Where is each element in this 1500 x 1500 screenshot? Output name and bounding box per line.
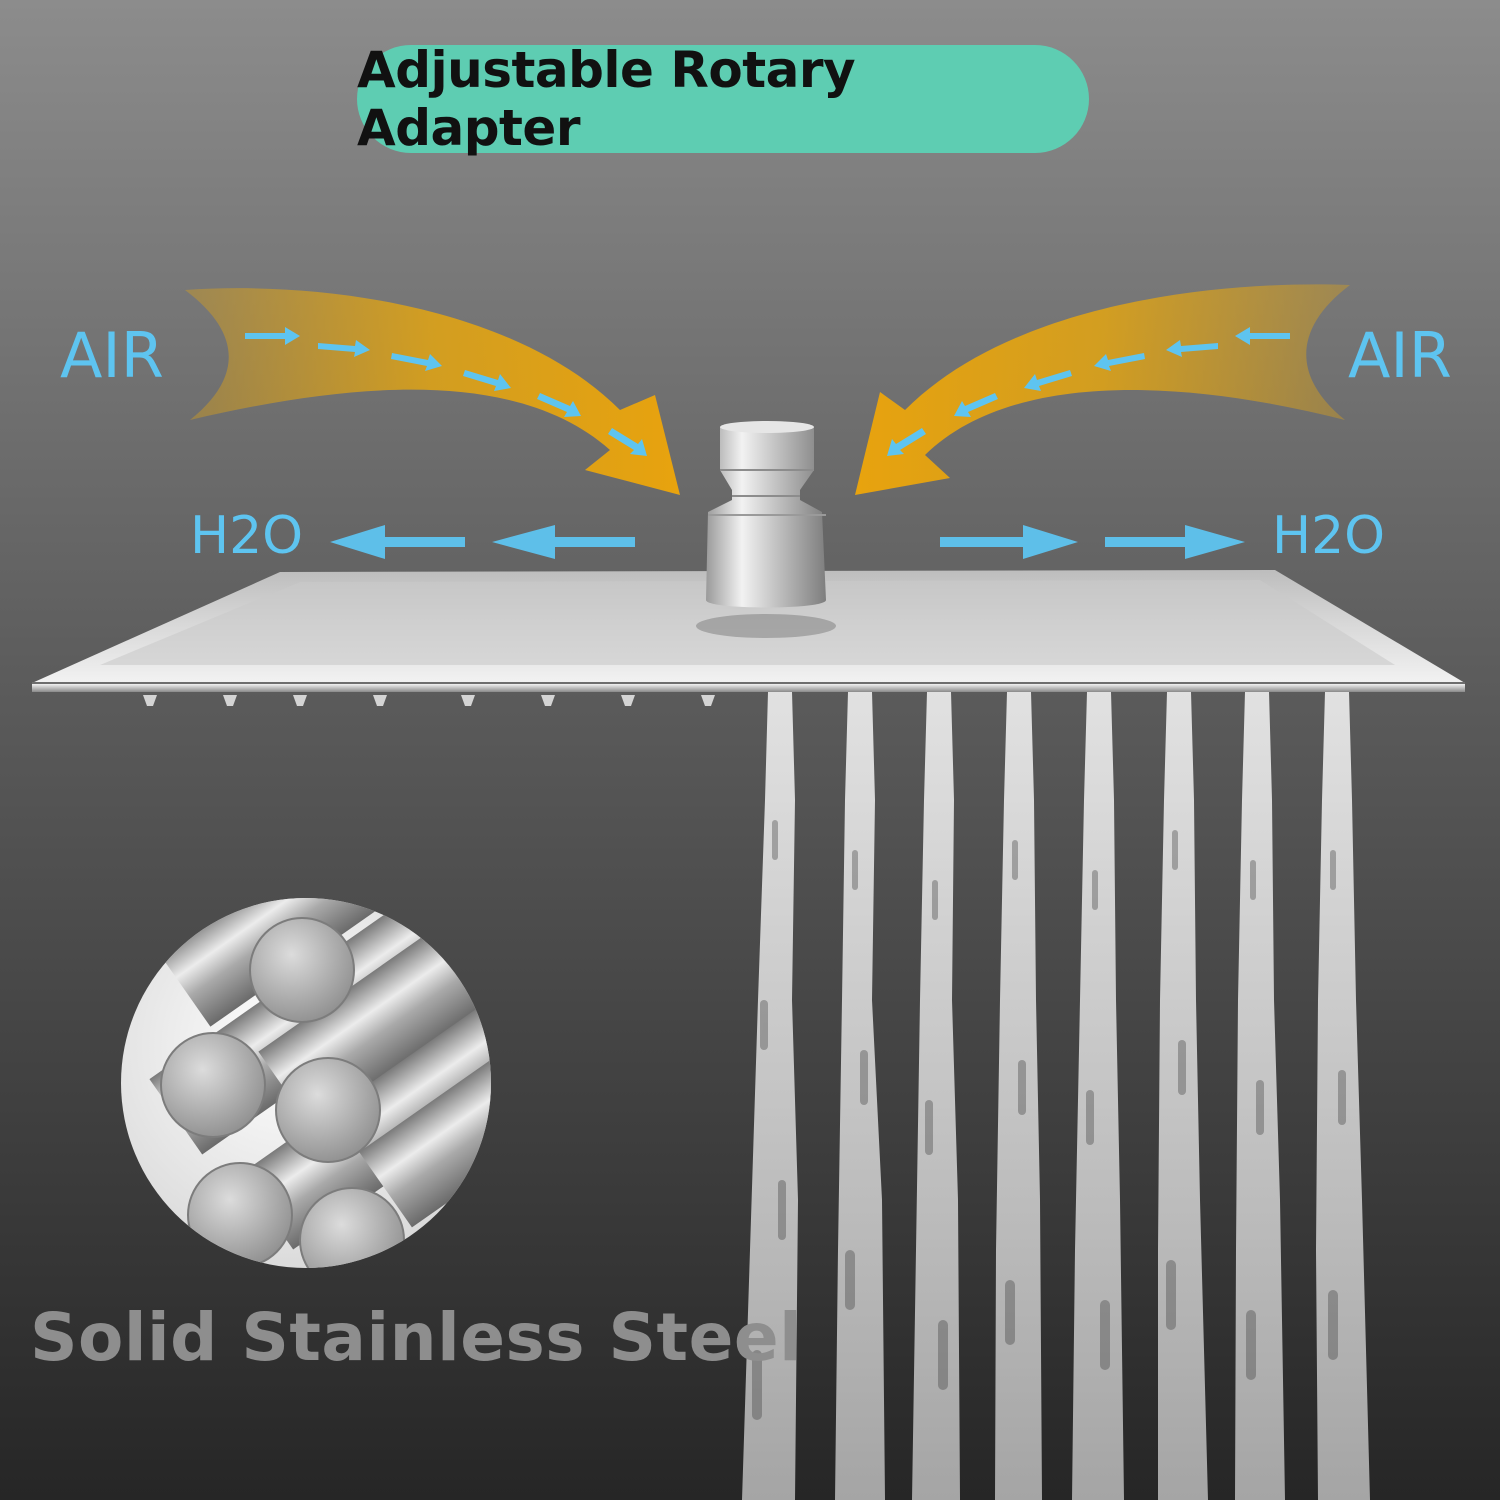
h2o-label-left: H2O [190, 506, 304, 566]
air-label-left: AIR [60, 319, 164, 392]
air-flow-dashes-right [887, 327, 1290, 456]
steel-rods-badge-icon [121, 898, 491, 1268]
title-pill-bg [357, 45, 1089, 153]
h2o-label-right: H2O [1272, 506, 1386, 566]
steel-caption: Solid Stainless Steel [30, 1299, 803, 1376]
nozzles-left [143, 695, 715, 706]
h2o-arrows-left-icon [330, 525, 635, 559]
air-label-right: AIR [1348, 319, 1452, 392]
water-texture [752, 820, 1346, 1420]
shower-head-plate [32, 570, 1465, 692]
air-arrow-right-icon [855, 284, 1350, 495]
swivel-adapter-icon [706, 421, 826, 608]
air-arrow-left-icon [185, 288, 680, 495]
air-flow-dashes-left [245, 327, 647, 456]
title-pill: Adjustable Rotary Adapter [357, 41, 1089, 157]
water-streams [742, 692, 1370, 1500]
h2o-arrows-right-icon [940, 525, 1245, 559]
page-title: Adjustable Rotary Adapter [357, 41, 856, 157]
